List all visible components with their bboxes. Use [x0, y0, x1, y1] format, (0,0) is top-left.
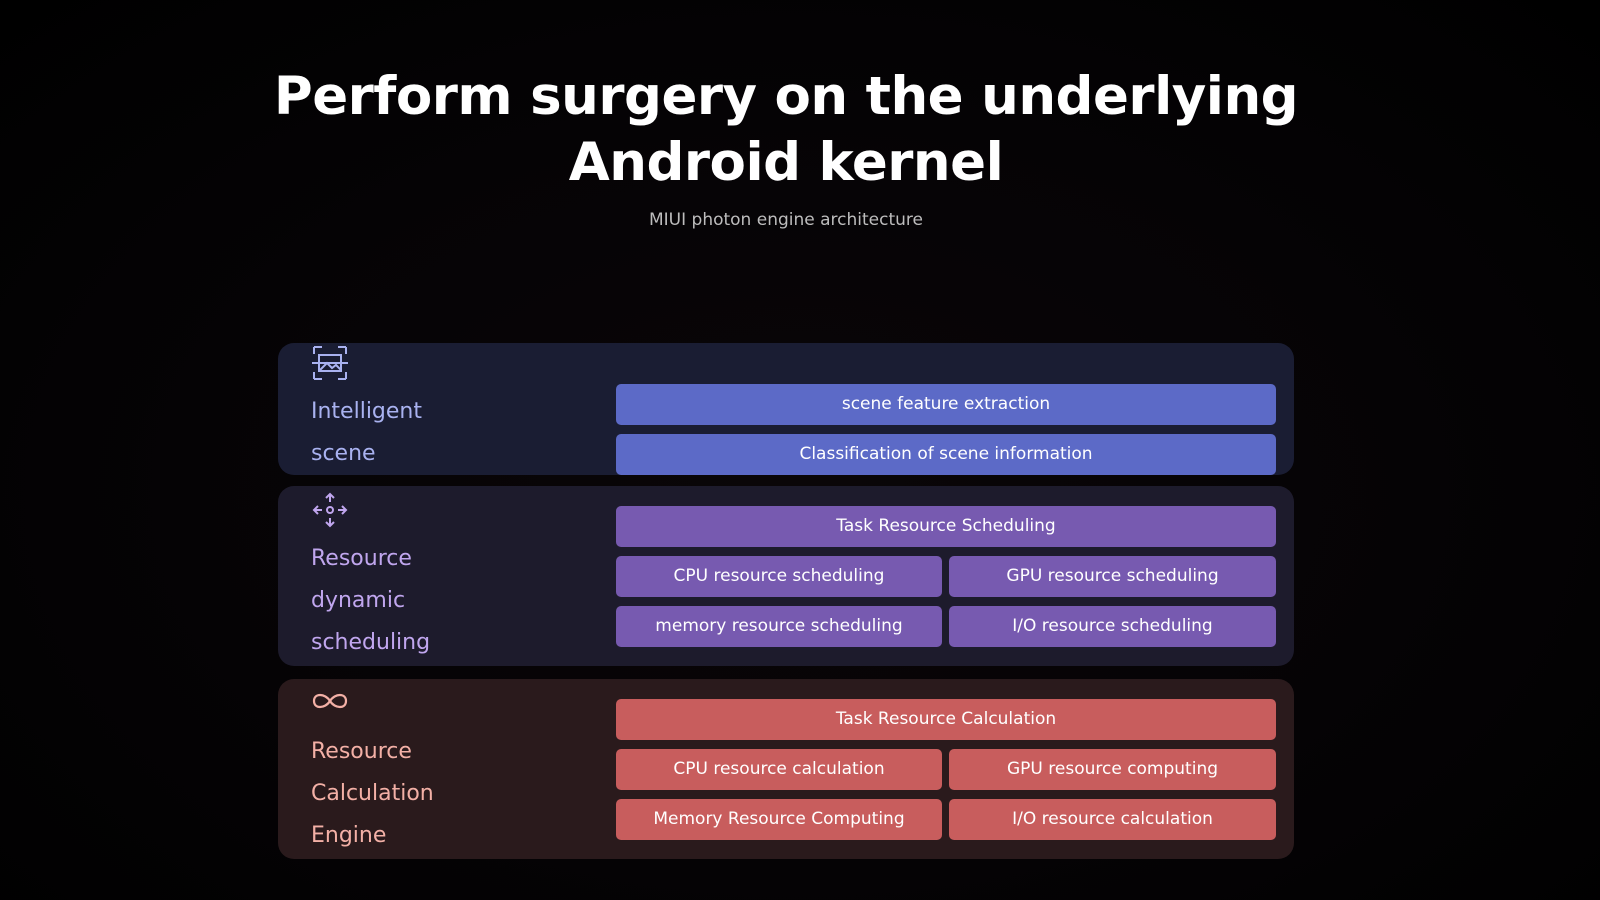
- label-line: scheduling: [311, 630, 431, 655]
- title-line-1: Perform surgery on the underlying: [273, 66, 1299, 127]
- layer-resource-scheduling: Resource dynamic scheduling Task Resourc…: [278, 486, 1294, 666]
- box-gpu-scheduling: GPU resource scheduling: [949, 556, 1276, 597]
- layer-label: Intelligent scene: [311, 391, 422, 475]
- box-task-resource-scheduling: Task Resource Scheduling: [616, 506, 1276, 547]
- layer-resource-calculation: Resource Calculation Engine Task Resourc…: [278, 679, 1294, 859]
- label-line: Calculation: [311, 781, 434, 806]
- label-line: Resource: [311, 739, 412, 764]
- scene-frame-icon: [312, 346, 348, 380]
- label-line: dynamic: [311, 588, 406, 613]
- page-title: Perform surgery on the underlying Androi…: [0, 64, 1572, 196]
- label-line: scene: [311, 441, 376, 466]
- page-subtitle: MIUI photon engine architecture: [648, 210, 923, 230]
- title-line-2: Android kernel: [568, 132, 1004, 193]
- label-line: Engine: [311, 823, 387, 848]
- box-io-calculation: I/O resource calculation: [949, 799, 1276, 840]
- box-task-resource-calculation: Task Resource Calculation: [616, 699, 1276, 740]
- label-line: Intelligent: [311, 399, 422, 424]
- box-cpu-calculation: CPU resource calculation: [616, 749, 942, 790]
- box-memory-computing: Memory Resource Computing: [616, 799, 942, 840]
- box-gpu-computing: GPU resource computing: [949, 749, 1276, 790]
- label-line: Resource: [311, 546, 412, 571]
- box-scene-feature-extraction: scene feature extraction: [616, 384, 1276, 425]
- move-arrows-icon: [312, 492, 348, 528]
- infinity-icon: [312, 693, 348, 709]
- layer-intelligent-scene: Intelligent scene scene feature extracti…: [278, 343, 1294, 475]
- box-scene-classification: Classification of scene information: [616, 434, 1276, 475]
- layer-label: Resource dynamic scheduling: [311, 538, 430, 664]
- box-memory-scheduling: memory resource scheduling: [616, 606, 942, 647]
- box-cpu-scheduling: CPU resource scheduling: [616, 556, 942, 597]
- box-io-scheduling: I/O resource scheduling: [949, 606, 1276, 647]
- layer-label: Resource Calculation Engine: [311, 731, 434, 857]
